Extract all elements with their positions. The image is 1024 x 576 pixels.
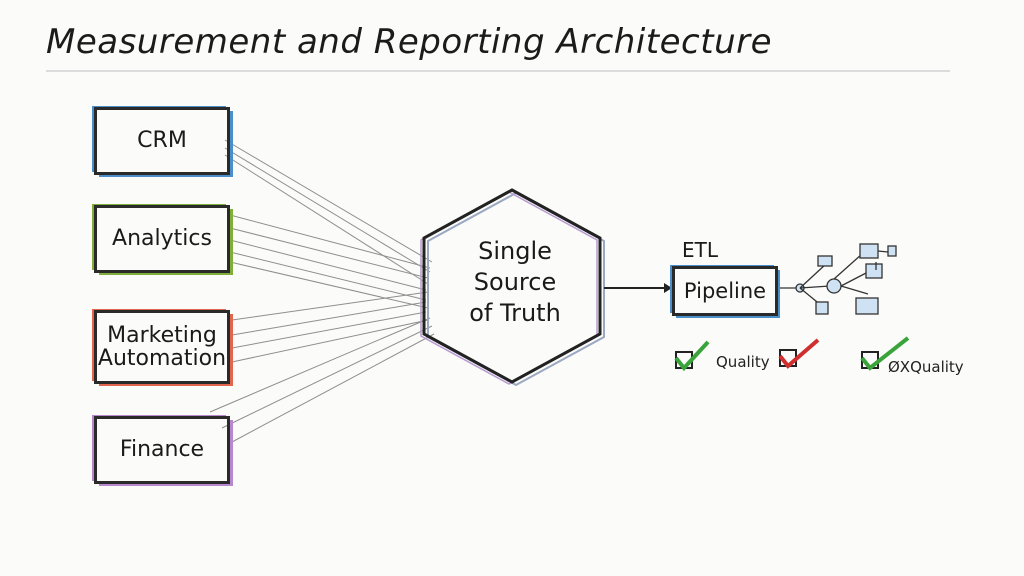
source-box-marketing-automation: Marketing Automation xyxy=(94,310,230,384)
quality-check-2 xyxy=(778,338,820,369)
fan-line xyxy=(231,333,435,443)
source-box-crm: CRM xyxy=(94,107,230,175)
pipeline-box: Pipeline xyxy=(672,266,778,316)
fan-line xyxy=(224,154,429,285)
network-diagram-icon xyxy=(776,243,897,315)
quality-label-1: Quality xyxy=(716,353,770,371)
quality-check-3 xyxy=(860,336,910,371)
source-label: Marketing Automation xyxy=(97,322,227,371)
fan-line xyxy=(229,251,427,301)
source-label: Analytics xyxy=(112,226,212,252)
pipeline-label: Pipeline xyxy=(683,279,767,303)
source-box-analytics: Analytics xyxy=(94,205,230,273)
right-arrow-icon xyxy=(604,283,672,293)
fan-line xyxy=(231,311,427,349)
fan-line xyxy=(231,301,427,336)
checkmark-icon xyxy=(674,340,710,372)
source-label: Finance xyxy=(119,437,205,463)
fan-lines xyxy=(209,139,435,443)
hub-hexagon xyxy=(420,188,605,387)
etl-label: ETL xyxy=(682,238,718,262)
quality-label-3: ØXQuality xyxy=(888,358,964,376)
fan-line xyxy=(231,319,429,363)
hub-label: Single Source of Truth xyxy=(469,237,561,328)
source-box-finance: Finance xyxy=(94,416,230,484)
title-divider xyxy=(46,70,950,72)
quality-check-1 xyxy=(674,340,710,372)
fan-line xyxy=(209,317,431,413)
checkmark-icon xyxy=(860,336,910,371)
source-label: CRM xyxy=(137,128,187,154)
checkmark-icon xyxy=(778,338,820,369)
page-title: Measurement and Reporting Architecture xyxy=(46,22,773,62)
fan-line xyxy=(229,261,429,309)
fan-line xyxy=(229,239,427,291)
fan-line xyxy=(229,214,431,269)
fan-line xyxy=(229,227,429,279)
fan-line xyxy=(221,325,433,429)
fan-line xyxy=(231,291,429,321)
fan-line xyxy=(224,147,431,273)
fan-line xyxy=(224,139,433,263)
